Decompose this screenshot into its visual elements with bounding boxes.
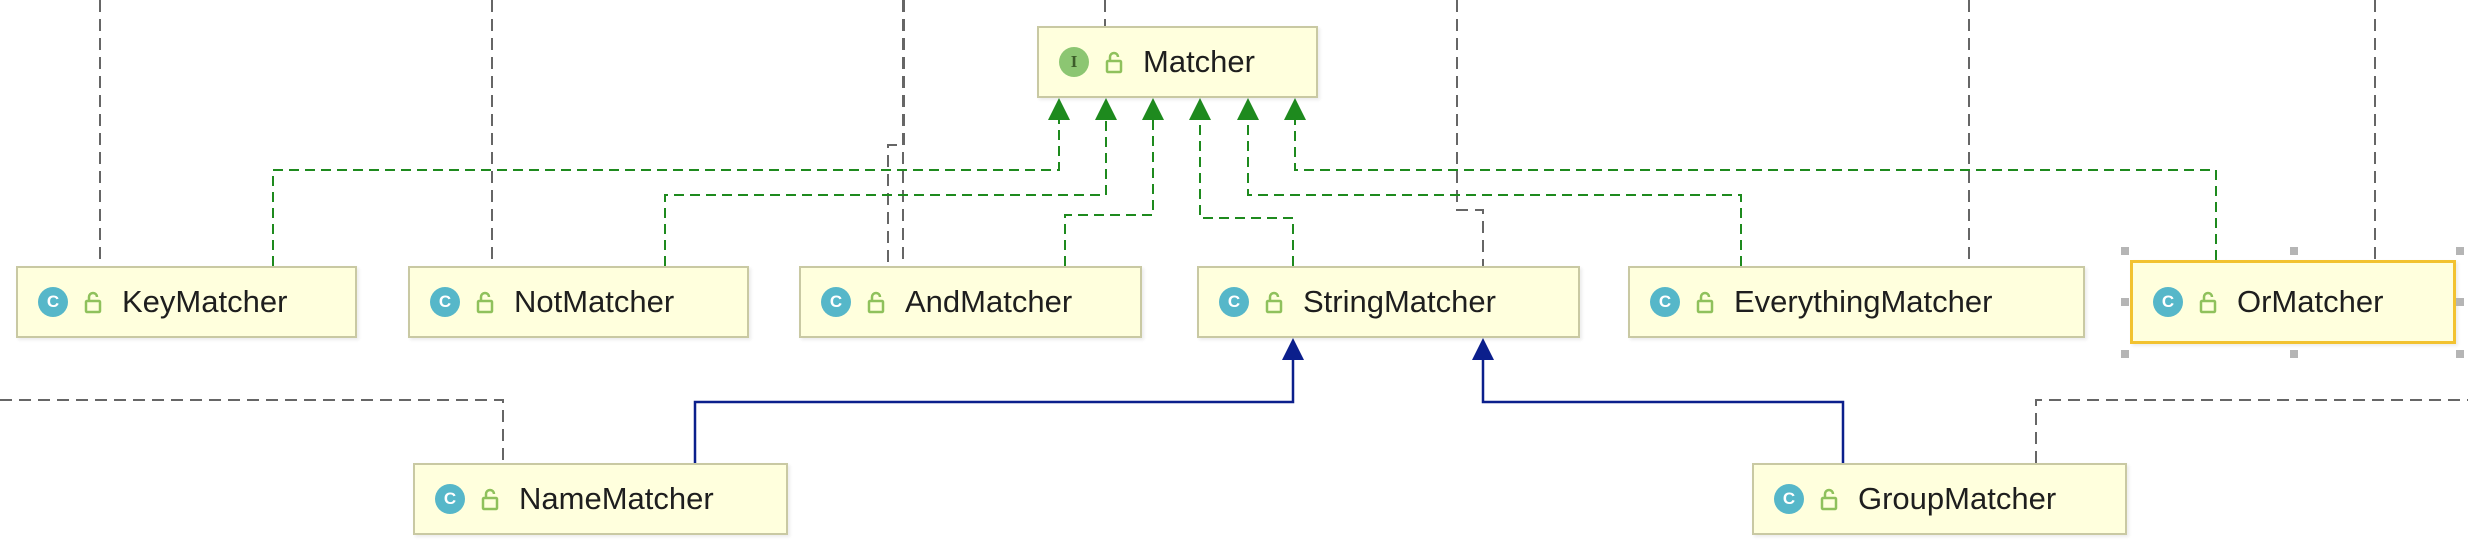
lock-icon (1820, 488, 1838, 511)
lock-icon (481, 488, 499, 511)
node-everything-matcher[interactable]: C EverythingMatcher (1628, 266, 2085, 338)
selection-handle[interactable] (2121, 298, 2129, 306)
selection-handle[interactable] (2121, 247, 2129, 255)
node-matcher[interactable]: I Matcher (1037, 26, 1318, 98)
lock-icon (1696, 291, 1714, 314)
node-string-matcher[interactable]: C StringMatcher (1197, 266, 1580, 338)
selection-handle[interactable] (2456, 298, 2464, 306)
lock-icon (2199, 291, 2217, 314)
node-label: GroupMatcher (1858, 481, 2057, 516)
node-not-matcher[interactable]: C NotMatcher (408, 266, 749, 338)
interface-icon: I (1059, 47, 1089, 77)
class-icon: C (435, 484, 465, 514)
class-icon: C (1650, 287, 1680, 317)
extends-line-name-matcher (693, 360, 1295, 463)
implements-line-not-matcher (664, 120, 1107, 266)
implements-arrowhead (1142, 98, 1164, 120)
background-connector (887, 0, 905, 266)
selection-handle[interactable] (2456, 247, 2464, 255)
background-connector (1456, 0, 1484, 266)
background-connector (0, 399, 504, 463)
implements-arrowhead (1095, 98, 1117, 120)
selection-handle[interactable] (2121, 350, 2129, 358)
node-label: NotMatcher (514, 284, 675, 319)
lock-icon (476, 291, 494, 314)
class-icon: C (2153, 287, 2183, 317)
implements-arrowhead (1237, 98, 1259, 120)
selection-handle[interactable] (2290, 350, 2298, 358)
extends-arrowhead (1472, 338, 1494, 360)
lock-icon (1105, 51, 1123, 74)
selection-handle[interactable] (2290, 247, 2298, 255)
class-icon: C (821, 287, 851, 317)
node-and-matcher[interactable]: C AndMatcher (799, 266, 1142, 338)
class-icon: C (430, 287, 460, 317)
selection-handle[interactable] (2456, 350, 2464, 358)
node-group-matcher[interactable]: C GroupMatcher (1752, 463, 2127, 535)
node-or-matcher[interactable]: C OrMatcher (2130, 260, 2456, 344)
abstract-class-icon: C (1219, 287, 1249, 317)
node-key-matcher[interactable]: C KeyMatcher (16, 266, 357, 338)
lock-icon (1265, 291, 1283, 314)
node-name-matcher[interactable]: C NameMatcher (413, 463, 788, 535)
node-label: OrMatcher (2237, 284, 2384, 319)
extends-arrowhead (1282, 338, 1304, 360)
implements-line-or-matcher (1294, 120, 2217, 260)
class-icon: C (38, 287, 68, 317)
extends-line-group-matcher (1481, 360, 1845, 463)
node-label: Matcher (1143, 44, 1255, 79)
lock-icon (867, 291, 885, 314)
implements-arrowhead (1048, 98, 1070, 120)
implements-line-key-matcher (272, 120, 1060, 266)
node-label: AndMatcher (905, 284, 1073, 319)
implements-line-everything-matcher (1247, 120, 1742, 266)
implements-line-string-matcher (1199, 120, 1294, 266)
node-label: EverythingMatcher (1734, 284, 1993, 319)
node-label: NameMatcher (519, 481, 714, 516)
implements-line-and-matcher (1064, 120, 1154, 266)
node-label: StringMatcher (1303, 284, 1496, 319)
implements-arrowhead (1284, 98, 1306, 120)
implements-arrowhead (1189, 98, 1211, 120)
class-icon: C (1774, 484, 1804, 514)
lock-icon (84, 291, 102, 314)
background-connector (2035, 399, 2468, 463)
node-label: KeyMatcher (122, 284, 288, 319)
